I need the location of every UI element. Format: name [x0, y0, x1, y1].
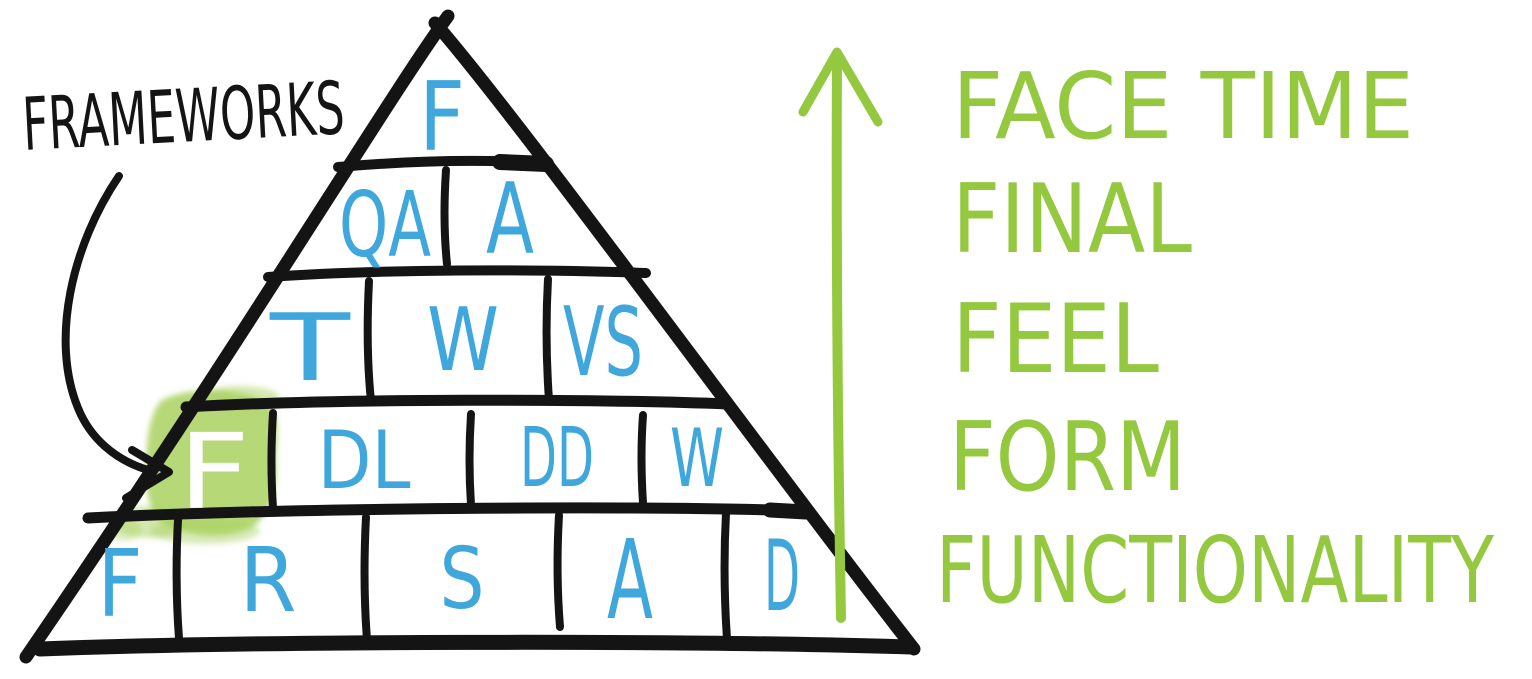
axis-label: FEEL: [952, 285, 1159, 395]
pyramid-cell-letter: T: [269, 294, 352, 402]
pyramid-left-edge: [19, 9, 455, 664]
brick-divider: [465, 410, 475, 509]
brick-divider: [267, 409, 277, 512]
frameworks-annotation: FRAMEWORKS: [20, 66, 347, 502]
pyramid-divider: [492, 154, 554, 172]
brick-divider: [363, 277, 375, 405]
pyramid-cell-letter: W: [427, 289, 499, 391]
brick-divider: [440, 166, 451, 268]
brick-divider: [637, 411, 647, 507]
brick-divider: [553, 511, 564, 631]
pyramid-letters: F QA A T W VS F DL DD W F R S A D: [98, 63, 801, 644]
pyramid-cell-letter: F: [98, 530, 143, 638]
axis-label: FUNCTIONALITY: [936, 517, 1495, 624]
pyramid-cell-letter: DD: [520, 411, 594, 506]
pyramid-divider: [180, 394, 734, 413]
pyramid-right-edge: [428, 16, 921, 656]
pyramid-cell-letter: DL: [318, 414, 411, 507]
frameworks-arrow-icon: [61, 172, 173, 502]
pyramid-cell-letter: D: [764, 520, 800, 634]
up-arrow-icon: [798, 47, 883, 623]
brick-divider: [542, 275, 553, 404]
brick-divider: [172, 516, 183, 642]
axis-label: FINAL: [952, 165, 1192, 275]
pyramid-cell-letter: A: [486, 163, 534, 277]
pyramid-outline: [19, 9, 921, 664]
brick-divider: [720, 509, 731, 643]
pyramid-divider: [762, 502, 814, 520]
axis-labels: FACE TIME FINAL FEEL FORM FUNCTIONALITY: [936, 53, 1495, 624]
pyramid-cell-letter: A: [607, 516, 653, 644]
pyramid-cell-letter: R: [240, 528, 297, 632]
pyramid-cell-letter: W: [670, 412, 724, 505]
pyramid-cell-letter-highlighted: F: [178, 411, 250, 533]
brick-divider: [360, 513, 371, 644]
pyramid-cell-letter: VS: [563, 288, 643, 398]
frameworks-label: FRAMEWORKS: [20, 66, 346, 168]
axis-label: FACE TIME: [952, 53, 1414, 160]
pyramid-divider: [82, 502, 812, 524]
axis-label: FORM: [949, 403, 1186, 513]
pyramid-base: [32, 634, 919, 657]
pyramid-cell-letter: QA: [339, 173, 431, 278]
pyramid-divider: [263, 265, 651, 282]
pyramid-cell-letter: S: [440, 530, 485, 629]
pyramid-cell-letter: F: [419, 63, 465, 173]
